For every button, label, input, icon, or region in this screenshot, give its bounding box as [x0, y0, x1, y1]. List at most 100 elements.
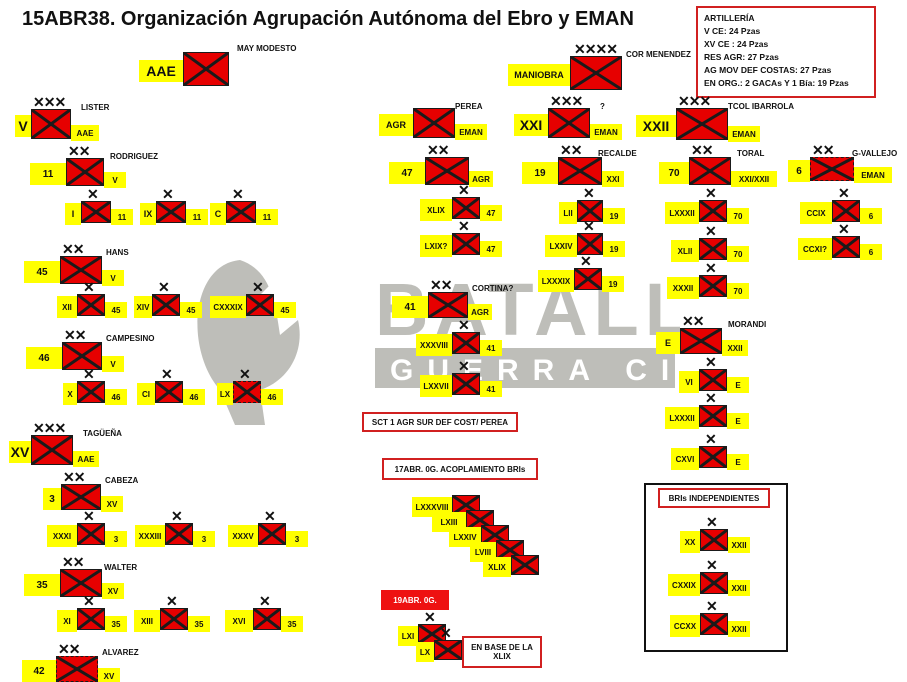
unit-right-label: 3 [105, 531, 127, 547]
unit-right-label: 19 [603, 208, 625, 224]
unit-cross-line [453, 333, 479, 353]
unit-symbol [165, 523, 193, 545]
unit-size-mark: ✕✕ [682, 313, 704, 329]
unit-left-label: XX [680, 531, 700, 553]
unit-cross-line [259, 524, 285, 544]
unit-size-mark: ✕ [705, 185, 717, 201]
unit-left-label: XIII [134, 610, 160, 632]
unit-right-label: 41 [480, 340, 502, 356]
unit-cross-line [78, 295, 104, 315]
unit-cross-line [578, 201, 602, 221]
unit-right-label: 70 [727, 208, 749, 224]
unit-symbol [577, 233, 603, 255]
unit-cross-line [184, 53, 228, 85]
unit-size-mark: ✕ [705, 431, 717, 447]
unit-size-mark: ✕ [706, 514, 718, 530]
unit-symbol [31, 435, 73, 465]
unit-size-mark: ✕✕ [62, 241, 84, 257]
unit-symbol [413, 108, 455, 138]
unit-symbol [425, 157, 469, 185]
unit-symbol [699, 275, 727, 297]
unit-symbol [832, 200, 860, 222]
unit-size-mark: ✕ [705, 390, 717, 406]
unit-commander: TCOL IBARROLA [728, 102, 795, 111]
independent-brigades-frame [644, 483, 788, 652]
unit-right-label: XXI [602, 171, 624, 187]
unit-symbol [676, 108, 728, 140]
unit-right-label: 70 [727, 246, 749, 262]
unit-symbol [574, 268, 602, 290]
note-bris-independientes: BRIs INDEPENDIENTES [658, 488, 770, 508]
unit-symbol [570, 56, 622, 90]
unit-symbol [810, 157, 854, 181]
unit-size-mark: ✕ [580, 253, 592, 269]
unit-symbol [60, 256, 102, 284]
unit-size-mark: ✕✕ [430, 277, 452, 293]
unit-cross-line [700, 201, 726, 221]
unit-right-label: 46 [261, 389, 283, 405]
unit-cross-line [153, 295, 179, 315]
unit-left-label: MANIOBRA [508, 64, 570, 86]
unit-left-label: VI [679, 371, 699, 393]
unit-size-mark: ✕ [706, 557, 718, 573]
unit-right-label: 11 [111, 209, 133, 225]
unit-left-label: XXXII [667, 277, 699, 299]
unit-left-label: LXI [398, 626, 418, 646]
unit-symbol [233, 381, 261, 403]
unit-right-label: XXII [728, 621, 750, 637]
unit-size-mark: ✕ [252, 279, 264, 295]
unit-symbol [700, 572, 728, 594]
unit-size-mark: ✕✕✕ [33, 94, 66, 110]
unit-right-label: XXII [728, 537, 750, 553]
unit-left-label: XVI [225, 610, 253, 632]
unit-right-label: 45 [274, 302, 296, 318]
unit-size-mark: ✕ [83, 279, 95, 295]
unit-commander: RODRIGUEZ [110, 152, 158, 161]
unit-cross-line [700, 276, 726, 296]
unit-symbol [258, 523, 286, 545]
unit-size-mark: ✕ [458, 182, 470, 198]
unit-symbol [56, 656, 98, 682]
unit-size-mark: ✕ [458, 218, 470, 234]
unit-right-label: AAE [71, 125, 99, 141]
unit-size-mark: ✕ [705, 260, 717, 276]
unit-symbol [77, 523, 105, 545]
unit-left-label: AAE [139, 60, 183, 82]
unit-left-label: XXI [514, 114, 548, 136]
unit-left-label: LXXXII [665, 202, 699, 224]
artilleria-line: AG MOV DEF COSTAS: 27 Pzas [704, 65, 832, 75]
unit-left-label: AGR [379, 114, 413, 136]
unit-right-label: 3 [286, 531, 308, 547]
unit-symbol [62, 342, 102, 370]
unit-symbol [434, 640, 462, 660]
unit-size-mark: ✕ [87, 186, 99, 202]
unit-left-label: XXII [636, 115, 676, 137]
unit-cross-line [156, 382, 182, 402]
unit-symbol [31, 109, 71, 139]
unit-commander: CORTINA? [472, 284, 514, 293]
unit-cross-line [571, 57, 621, 89]
unit-right-label: EMAN [854, 167, 892, 183]
unit-left-label: CCXI? [798, 238, 832, 260]
unit-symbol [452, 373, 480, 395]
unit-size-mark: ✕ [583, 185, 595, 201]
unit-right-label: 11 [186, 209, 208, 225]
unit-left-label: XXXV [228, 525, 258, 547]
unit-size-mark: ✕✕ [62, 554, 84, 570]
unit-right-label: EMAN [455, 124, 487, 140]
unit-symbol [699, 200, 727, 222]
unit-symbol [832, 236, 860, 258]
unit-cross-line [32, 110, 70, 138]
unit-symbol [226, 201, 256, 223]
unit-cross-line [833, 201, 859, 221]
unit-cross-line [700, 239, 726, 259]
unit-right-label: 19 [602, 276, 624, 292]
unit-left-label: 47 [389, 162, 425, 184]
unit-cross-line [61, 257, 101, 283]
unit-left-label: XV [9, 441, 31, 463]
unit-size-mark: ✕✕✕✕ [574, 41, 618, 57]
unit-right-label: 35 [188, 616, 210, 632]
unit-commander: TORAL [737, 149, 765, 158]
unit-right-label: XV [102, 583, 124, 599]
